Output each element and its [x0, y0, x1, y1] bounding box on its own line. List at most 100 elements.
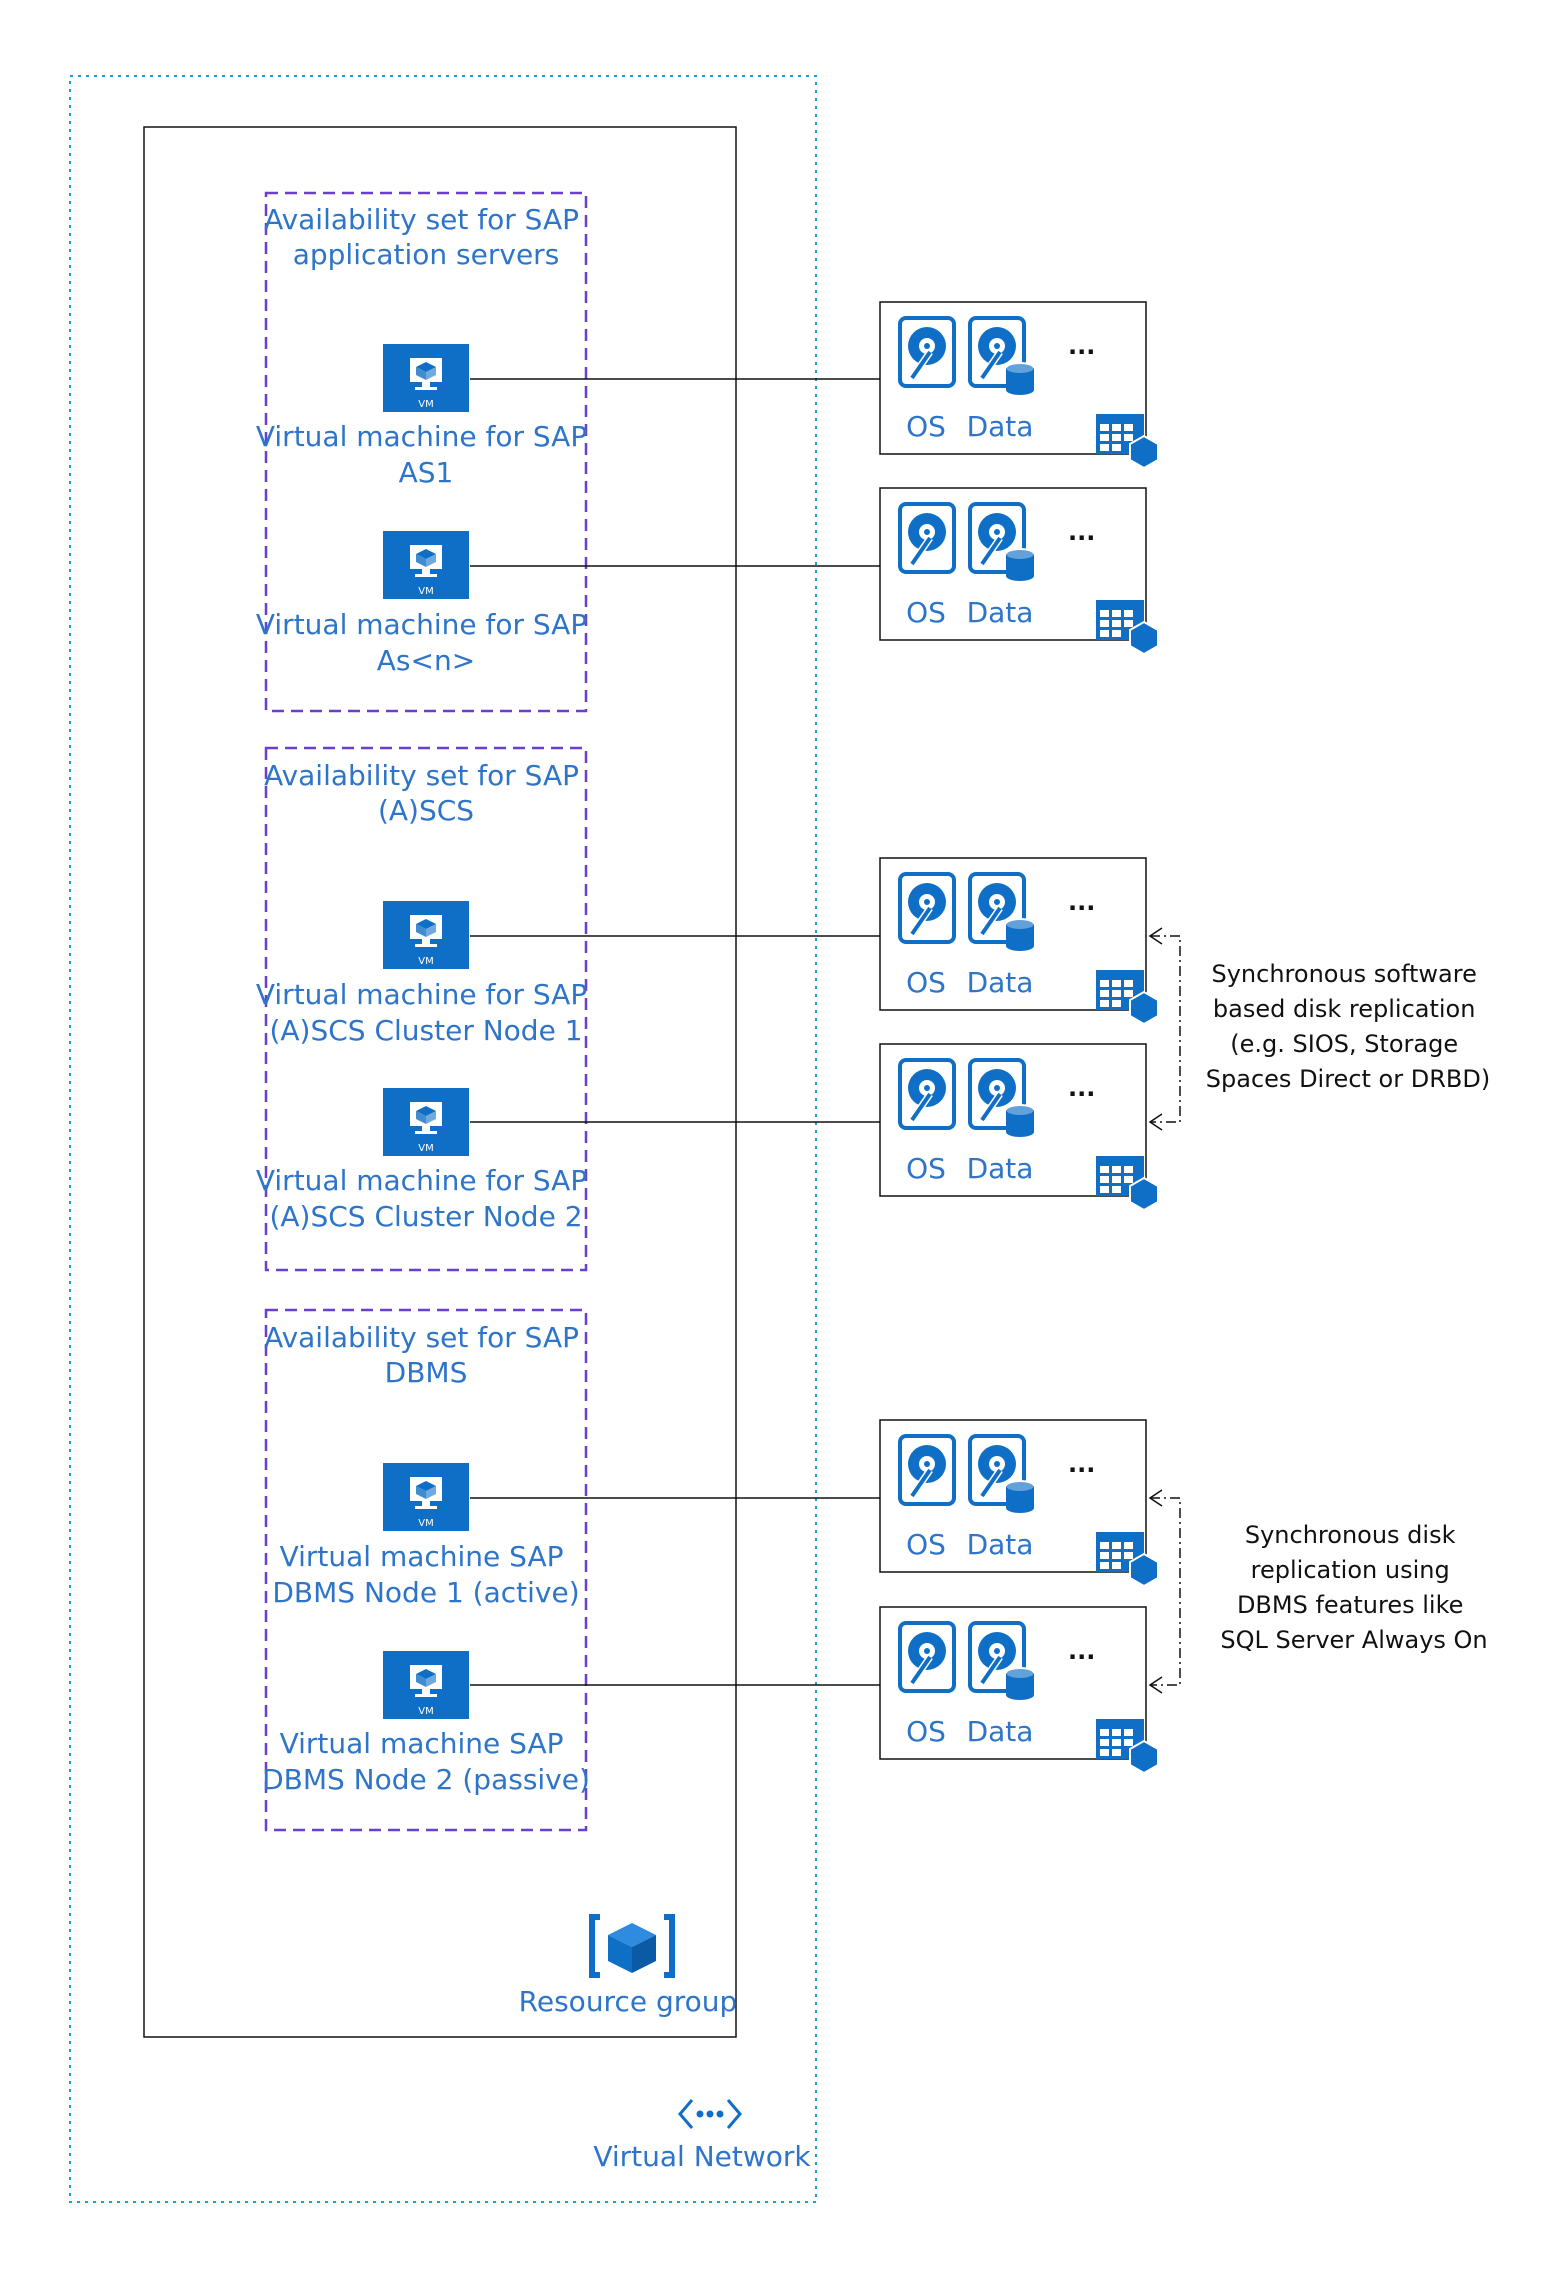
replication-note-dbms: Synchronous disk replication using DBMS …: [1220, 1521, 1487, 1654]
resource-group-cube-icon: [589, 1914, 675, 1978]
vm-label: Virtual machine for SAP (A)SCS Cluster N…: [256, 1164, 596, 1233]
data-disk-icon: [970, 874, 1034, 951]
vm-label: Virtual machine for SAP (A)SCS Cluster N…: [256, 978, 596, 1047]
os-disk-icon: [900, 1060, 954, 1128]
virtual-network-label: Virtual Network: [593, 2140, 811, 2173]
title-line-1: Availability set for SAP: [264, 1321, 579, 1354]
replication-note-software: Synchronous software based disk replicat…: [1206, 960, 1490, 1093]
availability-set-application-servers: [264, 191, 588, 713]
data-disk-icon: [970, 1436, 1034, 1513]
storage-box-as1: ... OS Data: [879, 301, 1159, 469]
availability-set-title: Availability set for SAP DBMS: [264, 1321, 588, 1389]
data-label: Data: [967, 1528, 1034, 1561]
resource-group-boundary: [143, 126, 737, 2038]
vm-label: Virtual machine for SAP As<n>: [256, 608, 596, 677]
data-disk-icon: [970, 318, 1034, 395]
vm-icon: [383, 1088, 469, 1156]
vm-label-line-1: Virtual machine for SAP: [256, 608, 587, 641]
vm-label: Virtual machine for SAP AS1: [256, 420, 596, 489]
title-line-1: Availability set for SAP: [264, 759, 579, 792]
storage-table-icon: [1095, 1531, 1159, 1587]
virtual-network-boundary: [69, 75, 817, 2203]
vm-label-line-2: DBMS Node 1 (active): [272, 1576, 579, 1609]
more-disks-ellipsis: ...: [1068, 888, 1095, 916]
vm-storage-connections: [470, 378, 880, 1686]
vm-icon: [383, 901, 469, 969]
more-disks-ellipsis: ...: [1068, 518, 1095, 546]
note-line: Synchronous disk: [1245, 1521, 1456, 1549]
vm-label-line-1: Virtual machine SAP: [280, 1540, 564, 1573]
note-line: (e.g. SIOS, Storage: [1230, 1030, 1458, 1058]
replication-bracket-dbms: [1148, 1489, 1181, 1694]
storage-table-icon: [1095, 1718, 1159, 1774]
os-label: OS: [906, 1715, 946, 1748]
resource-group-label: Resource group: [519, 1985, 738, 2018]
title-line-2: (A)SCS: [378, 794, 474, 827]
vm-icon: [383, 531, 469, 599]
os-disk-icon: [900, 504, 954, 572]
vm-icon: [383, 1463, 469, 1531]
note-line: replication using: [1251, 1556, 1450, 1584]
more-disks-ellipsis: ...: [1068, 1637, 1095, 1665]
data-label: Data: [967, 1152, 1034, 1185]
vm-label-line-1: Virtual machine for SAP: [256, 1164, 587, 1197]
data-label: Data: [967, 596, 1034, 629]
os-label: OS: [906, 410, 946, 443]
storage-box-dbms-node-1: ... OS Data: [879, 1419, 1159, 1587]
more-disks-ellipsis: ...: [1068, 1074, 1095, 1102]
data-label: Data: [967, 410, 1034, 443]
os-disk-icon: [900, 318, 954, 386]
vm-label-line-2: DBMS Node 2 (passive): [262, 1763, 590, 1796]
availability-set-title: Availability set for SAP (A)SCS: [264, 759, 588, 827]
availability-set-ascs: [264, 746, 588, 1272]
vm-as1: Virtual machine for SAP AS1: [256, 344, 596, 489]
replication-bracket-ascs: [1148, 927, 1181, 1131]
storage-box-asn: ... OS Data: [879, 487, 1159, 655]
availability-set-dbms: [264, 1308, 588, 1832]
vm-dbms-node-2: Virtual machine SAP DBMS Node 2 (passive…: [262, 1651, 590, 1796]
data-disk-icon: [970, 504, 1034, 581]
title-line-2: application servers: [293, 238, 560, 271]
vm-label-line-1: Virtual machine for SAP: [256, 978, 587, 1011]
note-line: Synchronous software: [1211, 960, 1476, 988]
virtual-network-icon: [678, 2099, 742, 2129]
more-disks-ellipsis: ...: [1068, 1450, 1095, 1478]
os-disk-icon: [900, 1436, 954, 1504]
os-disk-icon: [900, 1623, 954, 1691]
storage-box-dbms-node-2: ... OS Data: [879, 1606, 1159, 1774]
data-label: Data: [967, 1715, 1034, 1748]
data-label: Data: [967, 966, 1034, 999]
os-label: OS: [906, 966, 946, 999]
vm-label-line-1: Virtual machine for SAP: [256, 420, 587, 453]
vm-label-line-2: AS1: [399, 456, 454, 489]
title-line-2: DBMS: [385, 1356, 468, 1389]
storage-table-icon: [1095, 969, 1159, 1025]
storage-box-ascs-node-2: ... OS Data: [879, 1043, 1159, 1211]
more-disks-ellipsis: ...: [1068, 332, 1095, 360]
vm-label: Virtual machine SAP DBMS Node 2 (passive…: [262, 1727, 590, 1796]
storage-table-icon: [1095, 413, 1159, 469]
os-label: OS: [906, 1528, 946, 1561]
vm-label-line-1: Virtual machine SAP: [280, 1727, 564, 1760]
vm-asn: Virtual machine for SAP As<n>: [256, 531, 596, 677]
note-line: SQL Server Always On: [1220, 1626, 1487, 1654]
data-disk-icon: [970, 1623, 1034, 1700]
os-disk-icon: [900, 874, 954, 942]
data-disk-icon: [970, 1060, 1034, 1137]
storage-box-ascs-node-1: ... OS Data: [879, 857, 1159, 1025]
vm-ascs-node-2: Virtual machine for SAP (A)SCS Cluster N…: [256, 1088, 596, 1233]
note-line: Spaces Direct or DRBD): [1206, 1065, 1490, 1093]
vm-label-line-2: As<n>: [377, 644, 475, 677]
os-label: OS: [906, 1152, 946, 1185]
vm-label: Virtual machine SAP DBMS Node 1 (active): [272, 1540, 579, 1609]
availability-set-title: Availability set for SAP application ser…: [264, 203, 588, 271]
vm-icon: [383, 344, 469, 412]
vm-icon: [383, 1651, 469, 1719]
storage-table-icon: [1095, 599, 1159, 655]
os-label: OS: [906, 596, 946, 629]
storage-table-icon: [1095, 1155, 1159, 1211]
title-line-1: Availability set for SAP: [264, 203, 579, 236]
note-line: DBMS features like: [1237, 1591, 1463, 1619]
note-line: based disk replication: [1213, 995, 1476, 1023]
